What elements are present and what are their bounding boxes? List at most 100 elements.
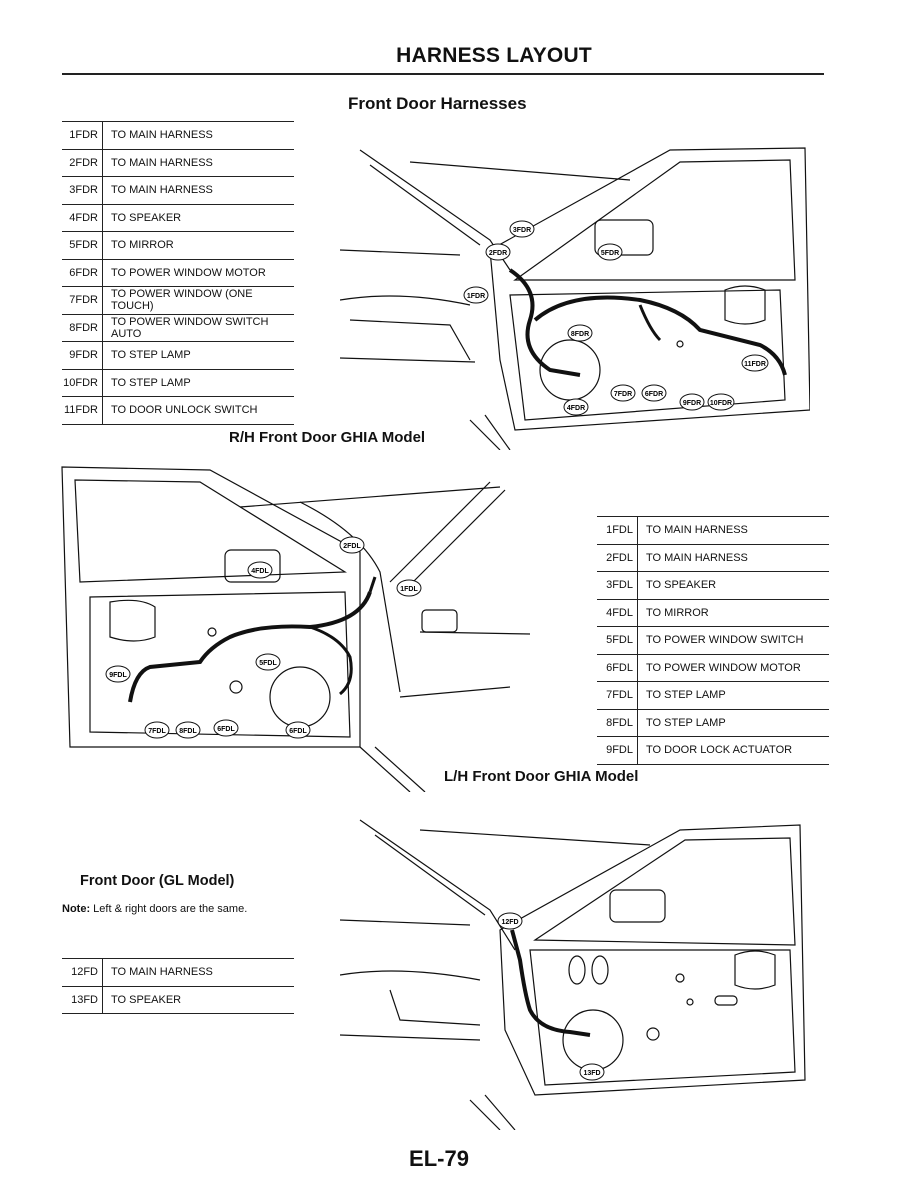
svg-text:5FDR: 5FDR [601, 250, 619, 257]
callout-4fdl: 4FDL [247, 561, 273, 579]
svg-text:2FDL: 2FDL [343, 543, 361, 550]
callout-5fdl: 5FDL [255, 653, 281, 671]
svg-text:1FDR: 1FDR [467, 293, 485, 300]
gl-title: Front Door (GL Model) [80, 873, 235, 889]
lh-door-drawing: 1FDL 2FDL 4FDL 5FDL 6FDL 6FDL 7FDL 8FDL … [61, 466, 531, 792]
connector-description: TO DOOR UNLOCK SWITCH [102, 396, 294, 425]
svg-text:2FDR: 2FDR [489, 250, 507, 257]
connector-description: TO DOOR LOCK ACTUATOR [637, 736, 829, 765]
section-title: Front Door Harnesses [348, 94, 527, 113]
callout-12fd: 12FD [497, 912, 523, 930]
callout-6fdl-a: 6FDL [213, 719, 239, 737]
connector-description: TO POWER WINDOW MOTOR [102, 259, 294, 287]
callout-8fdl: 8FDL [175, 721, 201, 739]
svg-text:4FDL: 4FDL [251, 568, 269, 575]
connector-code: 9FDR [62, 341, 103, 370]
connector-description: TO MAIN HARNESS [637, 544, 829, 572]
svg-text:9FDR: 9FDR [683, 400, 701, 407]
connector-code: 11FDR [62, 396, 103, 425]
connector-description: TO POWER WINDOW MOTOR [637, 654, 829, 682]
svg-text:6FDL: 6FDL [289, 728, 307, 735]
connector-description: TO STEP LAMP [637, 681, 829, 710]
svg-text:11FDR: 11FDR [744, 361, 766, 368]
connector-code: 10FDR [62, 369, 103, 397]
connector-code: 1FDL [597, 516, 638, 545]
connector-code: 4FDL [597, 599, 638, 627]
connector-description: TO STEP LAMP [102, 341, 294, 370]
callout-13fd: 13FD [579, 1063, 605, 1081]
svg-text:5FDL: 5FDL [259, 660, 277, 667]
gl-note-label: Note: [62, 903, 91, 915]
callout-7fdr: 7FDR [610, 384, 636, 402]
gl-note: Note: Left & right doors are the same. [62, 903, 247, 915]
svg-text:13FD: 13FD [583, 1070, 600, 1077]
title-divider [62, 73, 824, 75]
connector-code: 2FDR [62, 149, 103, 177]
connector-code: 7FDL [597, 681, 638, 710]
callout-2fdr: 2FDR [485, 243, 511, 261]
connector-description: TO MAIN HARNESS [102, 958, 294, 987]
callout-4fdr: 4FDR [563, 398, 589, 416]
connector-code: 6FDR [62, 259, 103, 287]
connector-description: TO MIRROR [102, 231, 294, 260]
svg-text:7FDR: 7FDR [614, 391, 632, 398]
page-title: HARNESS LAYOUT [396, 44, 592, 67]
connector-description: TO POWER WINDOW SWITCH AUTO [102, 314, 294, 342]
callout-1fdr: 1FDR [463, 286, 489, 304]
callout-9fdr: 9FDR [679, 393, 705, 411]
connector-description: TO MAIN HARNESS [102, 176, 294, 205]
connector-code: 8FDR [62, 314, 103, 342]
svg-text:12FD: 12FD [501, 919, 518, 926]
gl-note-text: Left & right doors are the same. [93, 903, 248, 915]
connector-description: TO MIRROR [637, 599, 829, 627]
rh-caption: R/H Front Door GHIA Model [229, 429, 426, 446]
connector-description: TO SPEAKER [102, 204, 294, 232]
svg-text:6FDR: 6FDR [645, 391, 663, 398]
svg-text:3FDR: 3FDR [513, 227, 531, 234]
connector-code: 1FDR [62, 121, 103, 150]
svg-text:8FDR: 8FDR [571, 331, 589, 338]
connector-description: TO SPEAKER [102, 986, 294, 1014]
connector-description: TO MAIN HARNESS [102, 121, 294, 150]
callout-7fdl: 7FDL [144, 721, 170, 739]
callout-5fdr: 5FDR [597, 243, 623, 261]
svg-text:8FDL: 8FDL [179, 728, 197, 735]
connector-description: TO SPEAKER [637, 571, 829, 600]
connector-code: 9FDL [597, 736, 638, 765]
svg-text:6FDL: 6FDL [217, 726, 235, 733]
callout-11fdr: 11FDR [741, 354, 769, 372]
callout-6fdr: 6FDR [641, 384, 667, 402]
callout-6fdl-b: 6FDL [285, 721, 311, 739]
callout-1fdl: 1FDL [396, 579, 422, 597]
connector-code: 6FDL [597, 654, 638, 682]
connector-code: 3FDL [597, 571, 638, 600]
callout-10fdr: 10FDR [707, 393, 735, 411]
connector-code: 3FDR [62, 176, 103, 205]
page-number: EL-79 [409, 1146, 469, 1171]
connector-code: 8FDL [597, 709, 638, 737]
connector-description: TO POWER WINDOW (ONE TOUCH) [102, 286, 294, 315]
connector-code: 13FD [62, 986, 103, 1014]
rh-door-drawing: 1FDR 2FDR 3FDR 4FDR 5FDR 6FDR 7FDR 8FDR … [340, 147, 810, 450]
connector-code: 5FDR [62, 231, 103, 260]
connector-code: 2FDL [597, 544, 638, 572]
connector-description: TO STEP LAMP [637, 709, 829, 737]
